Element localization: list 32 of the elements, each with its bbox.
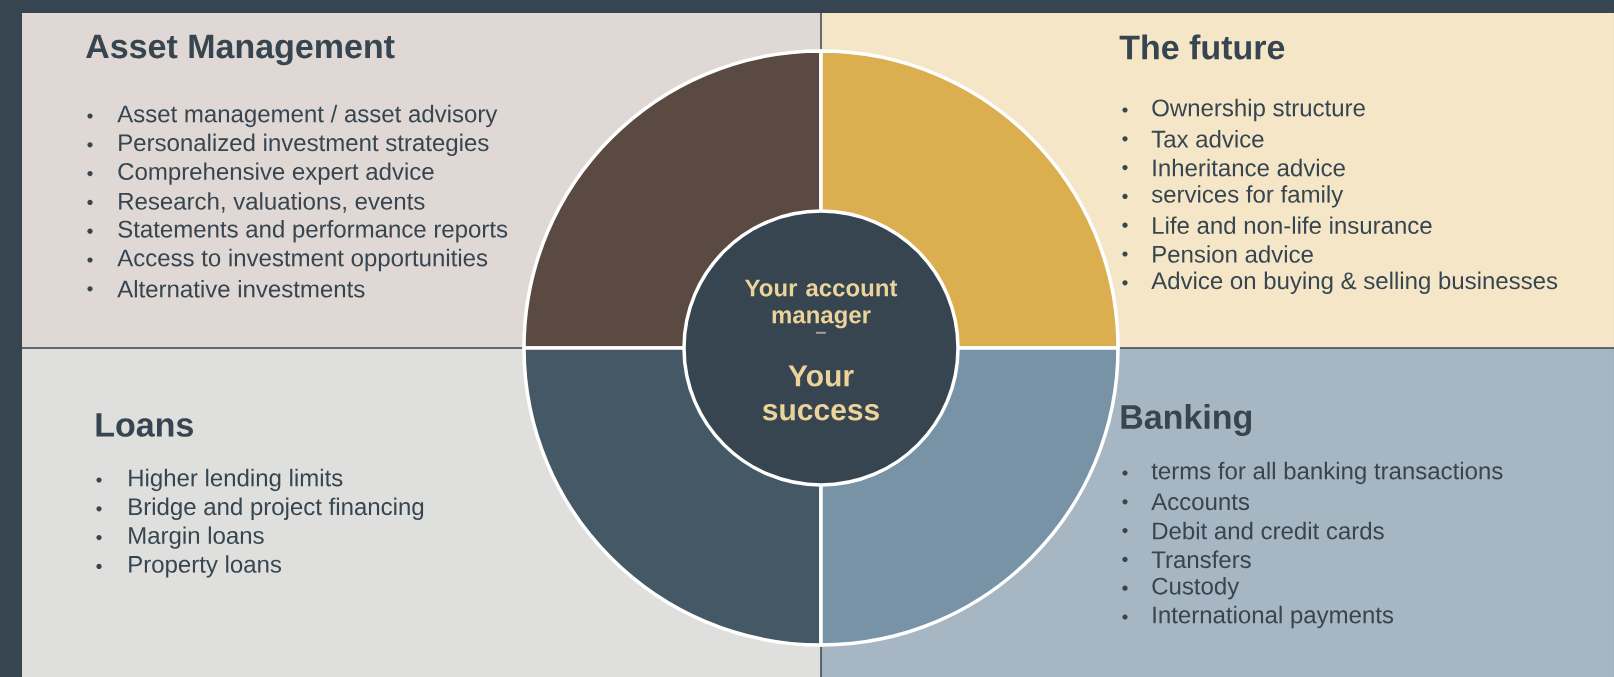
center-circle [682, 209, 960, 487]
list-item: services for family [1151, 185, 1344, 208]
list-item: Personalized investment strategies [119, 133, 489, 156]
list-item: Custody [1152, 577, 1240, 600]
list-item: Transfers [1151, 550, 1251, 569]
list-item: Alternative investments [117, 280, 365, 298]
list-item: Advice on buying & selling businesses [1151, 271, 1558, 294]
center-text: Your success [762, 365, 879, 421]
heading: Asset Management [86, 34, 395, 66]
list-item: Inheritance advice [1153, 158, 1345, 177]
list-item: Accounts [1151, 493, 1250, 511]
list-item: International payments [1153, 605, 1394, 629]
list-item: Pension advice [1153, 245, 1313, 263]
list-item: Debit and credit cards [1153, 521, 1384, 540]
list-item: Statements and performance reports [118, 220, 508, 243]
list-item: Bridge and project financing [129, 497, 424, 520]
list-item: Ownership structure [1152, 98, 1365, 122]
list-item: Asset management / asset advisory [117, 104, 498, 128]
list-item: Access to investment opportunities [117, 248, 488, 272]
list-item: Higher lending limits [129, 468, 343, 492]
list-item: Tax advice [1151, 130, 1264, 148]
heading: The future [1119, 34, 1285, 60]
list-item: Property loans [129, 555, 282, 578]
list-item: Margin loans [129, 526, 264, 549]
dash: – [816, 331, 826, 334]
center-text: Your account manager [744, 279, 898, 329]
heading: Banking [1121, 404, 1252, 436]
list-item: Research, valuations, events [119, 192, 425, 213]
list-item: Life and non-life insurance [1153, 216, 1432, 234]
heading: Loans [96, 413, 193, 437]
list-item: terms for all banking transactions [1151, 461, 1503, 485]
list-item: Comprehensive expert advice [118, 162, 434, 185]
